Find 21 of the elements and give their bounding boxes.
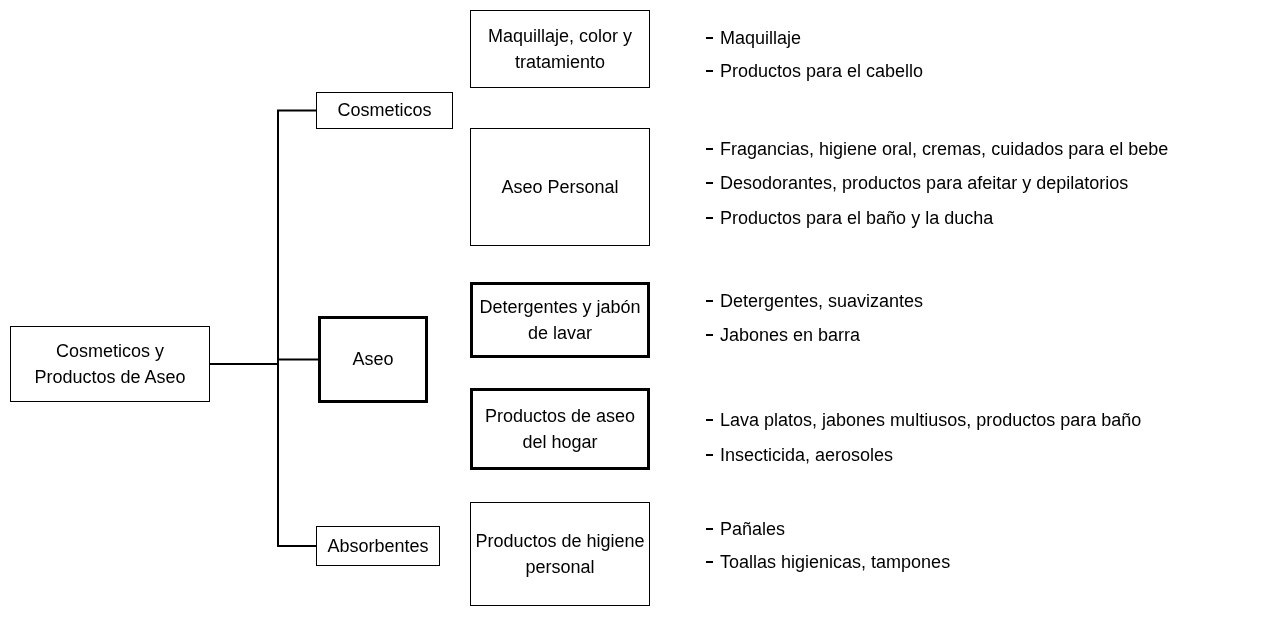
list-item: Lava platos, jabones multiusos, productos para baño — [720, 409, 1142, 431]
subcategory-box: Detergentes y jabón de lavar — [470, 282, 650, 358]
subcategory-box: Productos de higiene personal — [470, 502, 650, 606]
list-item: Fragancias, higiene oral, cremas, cuidados para el bebe — [720, 138, 1169, 160]
list-item: Insecticida, aerosoles — [720, 444, 894, 466]
connector-line — [209, 363, 317, 547]
list-item: Productos para el baño y la ducha — [720, 207, 994, 229]
list-item: Desodorantes, productos para afeitar y depilatorios — [720, 172, 1129, 194]
list-item: Maquillaje — [720, 27, 802, 49]
list-item: Toallas higienicas, tampones — [720, 551, 951, 573]
subcategory-box: Maquillaje, color y tratamiento — [470, 10, 650, 88]
subcategory-box: Productos de aseo del hogar — [470, 388, 650, 470]
category-box: Aseo — [318, 316, 428, 403]
category-box: Cosmeticos — [316, 92, 453, 129]
list-item: Pañales — [720, 518, 786, 540]
list-item: Detergentes, suavizantes — [720, 290, 924, 312]
category-box: Absorbentes — [316, 526, 440, 566]
subcategory-box: Aseo Personal — [470, 128, 650, 246]
list-item: Jabones en barra — [720, 324, 861, 346]
list-item: Productos para el cabello — [720, 60, 924, 82]
root-box: Cosmeticos y Productos de Aseo — [10, 326, 210, 402]
